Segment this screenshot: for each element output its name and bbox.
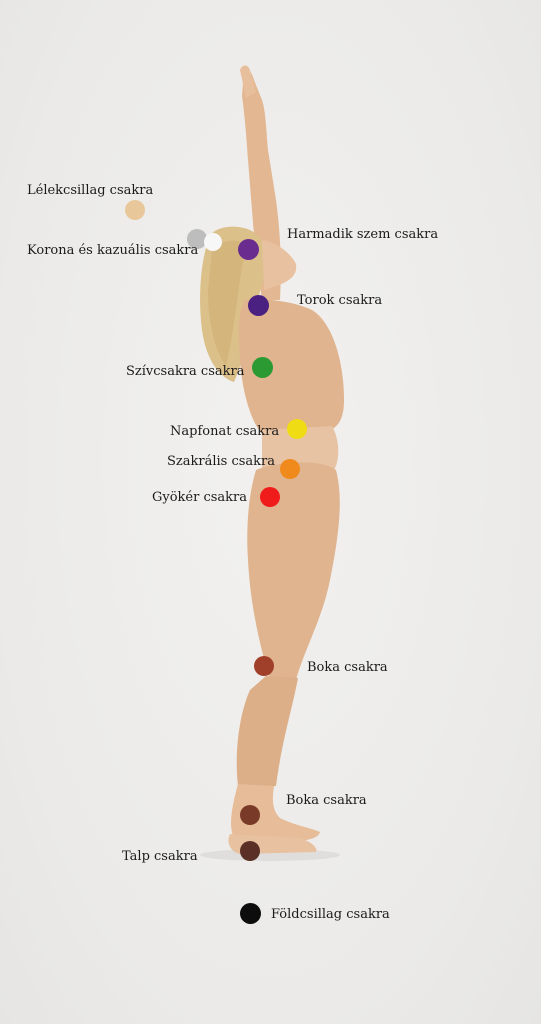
lelekcsillag-label: Lélekcsillag csakra xyxy=(27,183,154,198)
harmadik-szem-chakra-dot xyxy=(238,239,259,260)
gyoker-chakra-dot xyxy=(260,487,280,507)
torok-chakra-dot xyxy=(248,295,269,316)
foldcsillag-label: Földcsillag csakra xyxy=(271,907,390,922)
boka-ankle-chakra-dot xyxy=(240,805,260,825)
szakralis-label: Szakrális csakra xyxy=(167,454,276,469)
napfonat-label: Napfonat csakra xyxy=(170,424,280,439)
korona-label: Korona és kazuális csakra xyxy=(27,243,199,258)
napfonat-chakra-dot xyxy=(287,419,307,439)
harmadik-szem-label: Harmadik szem csakra xyxy=(287,227,439,242)
boka-ankle-label: Boka csakra xyxy=(286,793,367,808)
talp-chakra-dot xyxy=(240,841,260,861)
lelekcsillag-chakra-dot xyxy=(125,200,145,220)
torok-label: Torok csakra xyxy=(297,293,383,308)
boka-knee-label: Boka csakra xyxy=(307,660,388,675)
foldcsillag-chakra-dot xyxy=(240,903,261,924)
szivcsakra-chakra-dot xyxy=(252,357,273,378)
kazualis-chakra-dot xyxy=(204,233,222,251)
szakralis-chakra-dot xyxy=(280,459,300,479)
korona-chakra-dot xyxy=(187,229,207,249)
szivcsakra-label: Szívcsakra csakra xyxy=(126,364,245,379)
talp-label: Talp csakra xyxy=(122,849,198,864)
boka-knee-chakra-dot xyxy=(254,656,274,676)
gyoker-label: Gyökér csakra xyxy=(152,490,248,505)
